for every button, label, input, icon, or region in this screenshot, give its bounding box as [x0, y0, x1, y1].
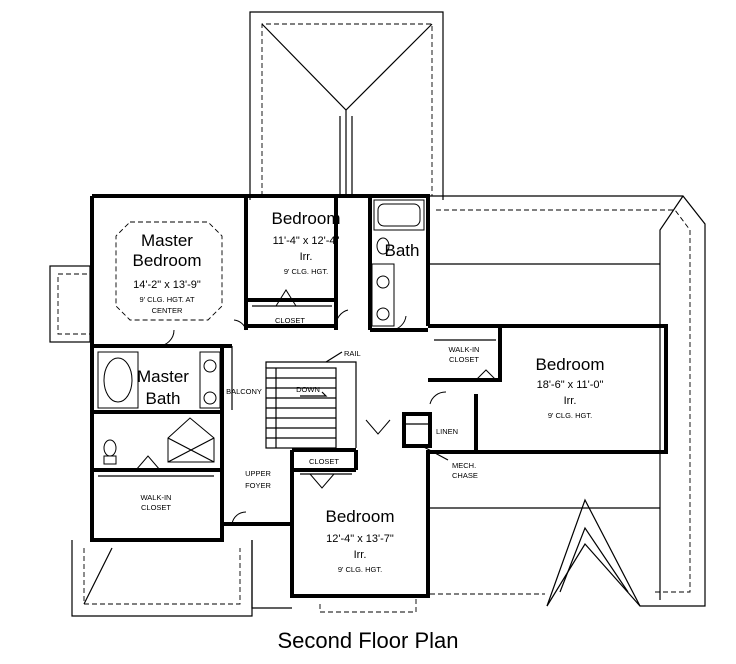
master-bedroom-dims: 14'-2" x 13'-9": [133, 279, 201, 291]
balcony-label: BALCONY: [226, 387, 262, 396]
bedroom-bottom-name: Bedroom: [326, 507, 395, 526]
mech-chase-line2: CHASE: [452, 471, 478, 480]
bedroom-top-note: 9' CLG. HGT.: [284, 267, 328, 276]
bedroom-bottom-dims: 12'-4" x 13'-7": [326, 533, 394, 545]
bedroom-top-shape: Irr.: [300, 251, 313, 263]
closet-top-label: CLOSET: [275, 316, 305, 325]
closet-bottom-label: CLOSET: [309, 457, 339, 466]
bath-name: Bath: [385, 241, 420, 260]
upper-foyer-line2: FOYER: [245, 481, 271, 490]
bedroom-right-dims: 18'-6" x 11'-0": [537, 379, 604, 391]
master-bedroom-name-2: Bedroom: [133, 251, 202, 270]
linen-label: LINEN: [436, 427, 458, 436]
bedroom-bottom-shape: Irr.: [354, 549, 367, 561]
rail-label: RAIL: [344, 349, 361, 358]
walkin-right-line1: WALK-IN: [449, 345, 480, 354]
master-bedroom-note-2: CENTER: [152, 306, 183, 315]
walkin-left-line1: WALK-IN: [141, 493, 172, 502]
master-bath-name-1: Master: [137, 367, 189, 386]
bedroom-top-name: Bedroom: [272, 209, 341, 228]
walls: [90, 194, 668, 598]
master-bedroom-name-1: Master: [141, 231, 193, 250]
bedroom-bottom-note: 9' CLG. HGT.: [338, 565, 382, 574]
mech-chase-line1: MECH.: [452, 461, 476, 470]
walkin-left-line2: CLOSET: [141, 503, 171, 512]
bedroom-right-name: Bedroom: [536, 355, 605, 374]
master-bath-name-2: Bath: [146, 389, 181, 408]
bedroom-right-note: 9' CLG. HGT.: [548, 411, 592, 420]
master-bedroom-note-1: 9' CLG. HGT. AT: [139, 295, 194, 304]
stair-down-label: DOWN: [296, 385, 320, 394]
bedroom-right-shape: Irr.: [564, 395, 577, 407]
walkin-right-line2: CLOSET: [449, 355, 479, 364]
upper-foyer-line1: UPPER: [245, 469, 271, 478]
bedroom-top-dims: 11'-4" x 12'-4": [273, 235, 340, 247]
door-swings: [135, 289, 497, 525]
plan-caption: Second Floor Plan: [277, 628, 459, 653]
fixtures: [97, 199, 660, 509]
room-labels: Master Bedroom 14'-2" x 13'-9" 9' CLG. H…: [133, 209, 605, 574]
